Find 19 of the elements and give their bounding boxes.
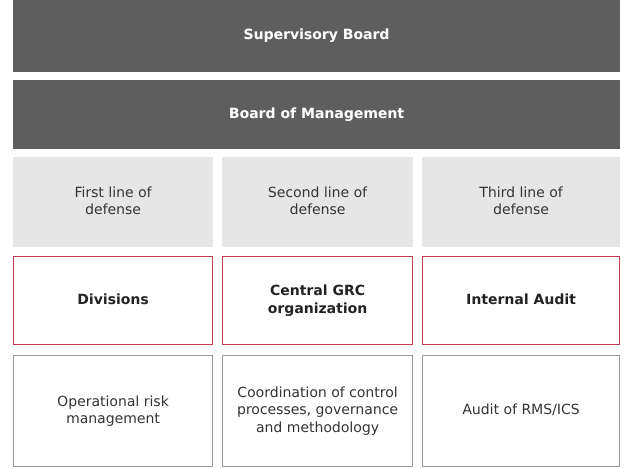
node-label: Internal Audit [466, 292, 576, 310]
node-label: Central GRC organization [266, 283, 368, 318]
task-box [422, 355, 620, 467]
task-box [222, 355, 413, 467]
board-band [13, 80, 620, 149]
node-label: Supervisory Board [244, 27, 390, 45]
node-label: First line of defense [73, 184, 153, 220]
task-box [13, 355, 213, 467]
node-label: Second line of defense [266, 184, 368, 220]
node-label: Divisions [77, 292, 149, 310]
board-band [13, 0, 620, 72]
node-label: Third line of defense [478, 184, 564, 220]
unit-box [13, 256, 213, 345]
node-label: Operational risk management [56, 394, 170, 428]
node-label: Audit of RMS/ICS [462, 402, 580, 420]
unit-box [422, 256, 620, 345]
unit-box [222, 256, 413, 345]
node-label: Board of Management [228, 106, 404, 124]
node-label: Coordination of control processes, governance and methodology [236, 384, 400, 438]
